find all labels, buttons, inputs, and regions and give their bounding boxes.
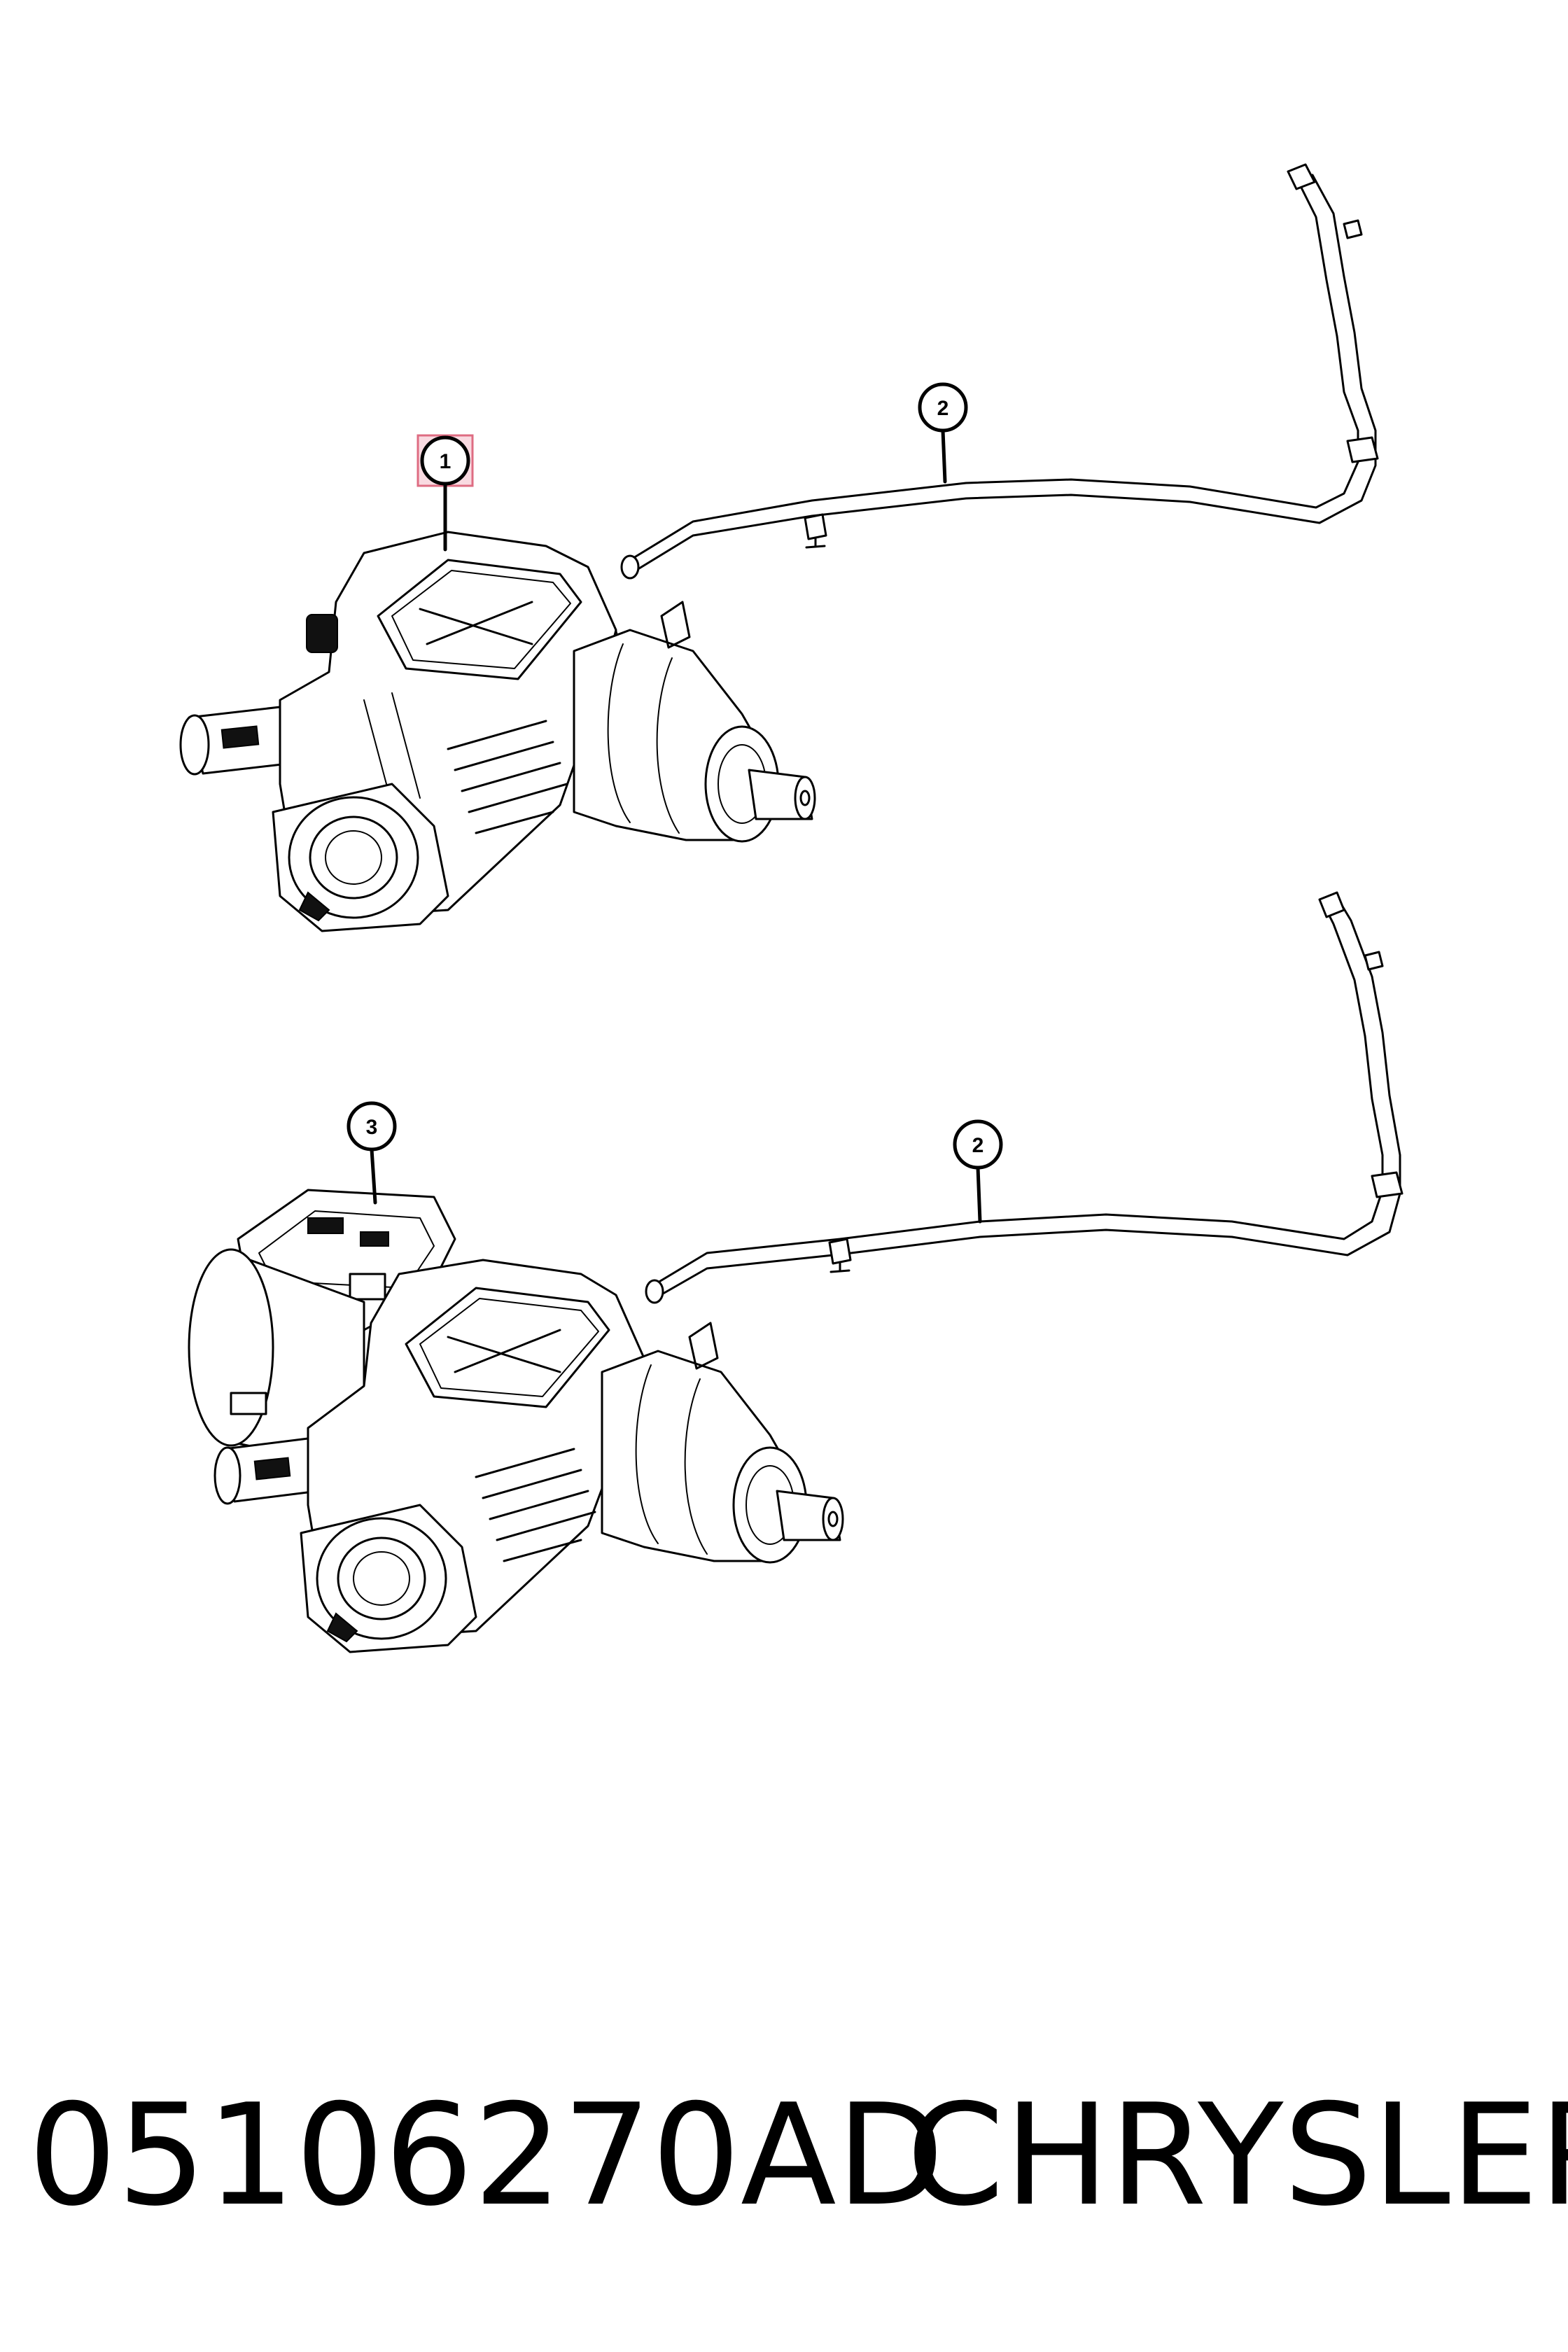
callout-1[interactable]: 1 [420, 435, 470, 486]
callout-2-top-label: 2 [937, 397, 949, 420]
callout-3-label: 3 [366, 1116, 378, 1139]
callout-2-bottom-label: 2 [972, 1134, 984, 1157]
callout-3[interactable]: 3 [346, 1101, 397, 1152]
callout-1-label: 1 [440, 450, 451, 473]
callout-2-bottom[interactable]: 2 [953, 1119, 1003, 1170]
callout-2-top[interactable]: 2 [918, 382, 968, 433]
transfer-case-assembly-bottom [188, 1189, 844, 1653]
part-number: 05106270AD [28, 2074, 944, 2237]
transfer-case-assembly-top [179, 531, 816, 932]
vent-tube-bottom [645, 891, 1404, 1304]
brand-name: CHRYSLER [906, 2074, 1568, 2237]
vent-tube-top [620, 163, 1379, 580]
